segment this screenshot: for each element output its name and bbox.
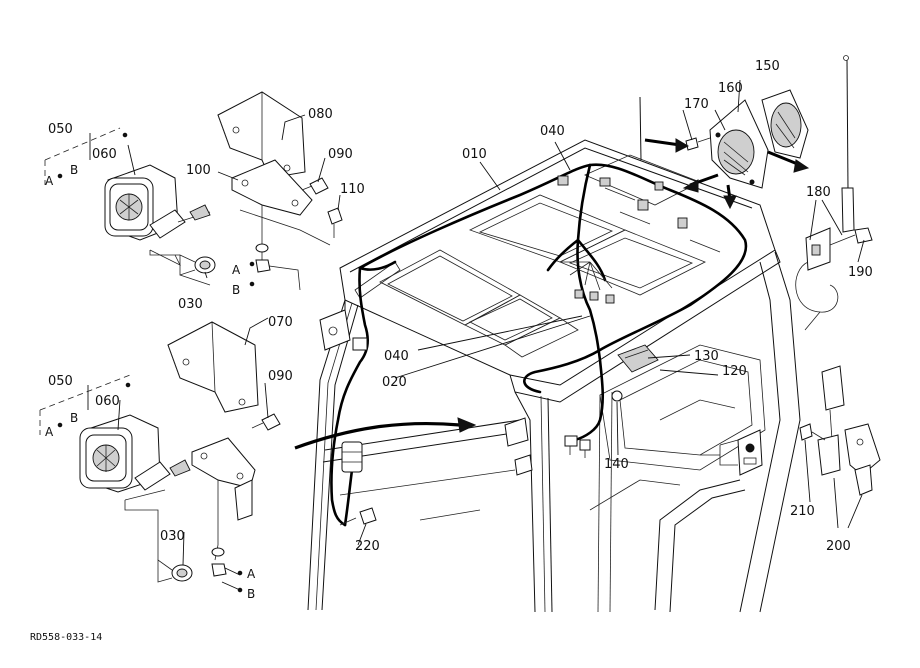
label-030-upper: 030 [178,297,203,312]
label-050-lower: 050 [48,374,73,389]
label-150: 150 [755,59,780,74]
label-120: 120 [722,364,747,379]
letter-A-upper-bracket: A [45,174,54,188]
work-light-assembly-lower [39,321,281,583]
label-020: 020 [382,375,407,390]
letter-A-lower-nut: A [247,567,256,581]
letter-B-upper-bracket: B [70,163,78,177]
grommet-030-upper [179,254,216,276]
letter-A-upper-nut: A [232,263,241,277]
reference-letters: A B A B A B A B [45,132,256,601]
label-170: 170 [684,97,709,112]
bolt-110 [327,207,343,238]
label-130: 130 [694,349,719,364]
label-040-roof: 040 [540,124,565,139]
speaker-grille-160 [709,99,769,189]
antenna-assembly [795,55,873,331]
cab-frame [307,139,801,613]
label-200: 200 [826,539,851,554]
letter-A-lower-bracket: A [45,425,54,439]
label-110: 110 [340,182,365,197]
work-lamp-060-upper [104,164,211,266]
label-040-pillar: 040 [384,349,409,364]
label-180: 180 [806,185,831,200]
label-050-upper: 050 [48,122,73,137]
bolt-210 [799,423,826,441]
label-060-upper: 060 [92,147,117,162]
label-210: 210 [790,504,815,519]
leader-lines [87,79,865,591]
wire-harness-010 [330,163,748,527]
part-number-labels: 010 020 030 030 040 040 050 050 060 060 … [48,59,873,554]
label-010: 010 [462,147,487,162]
label-030-lower: 030 [160,529,185,544]
label-090-upper: 090 [328,147,353,162]
lamp-guard-080 [217,91,306,179]
bolt-090-lower [251,413,281,431]
label-060-lower: 060 [95,394,120,409]
bolt-090-upper [301,177,329,195]
pointer-arrow-lower [294,417,477,450]
switch-panel-120 [700,429,763,476]
bracket-100-lower [191,437,256,561]
grommet-030-lower [157,559,193,583]
screw-170 [685,137,711,151]
label-090-lower: 090 [268,369,293,384]
lamp-guard-070 [167,321,259,413]
work-light-assembly-upper [44,91,343,291]
label-140: 140 [604,457,629,472]
drawing-reference-code: RD558-033-14 [30,632,102,643]
label-100: 100 [186,163,211,178]
bracket-100-upper [231,159,331,291]
speaker-unit-150 [761,89,809,159]
label-080: 080 [308,107,333,122]
label-070: 070 [268,315,293,330]
label-220: 220 [355,539,380,554]
letter-B-upper-nut: B [232,283,240,297]
control-lever-assembly [799,365,881,496]
label-160: 160 [718,81,743,96]
label-190: 190 [848,265,873,280]
letter-B-lower-nut: B [247,587,255,601]
letter-B-lower-bracket: B [70,411,78,425]
bolt-220 [339,507,377,526]
speaker-assembly [639,89,810,210]
work-lamp-060-lower [79,414,191,501]
